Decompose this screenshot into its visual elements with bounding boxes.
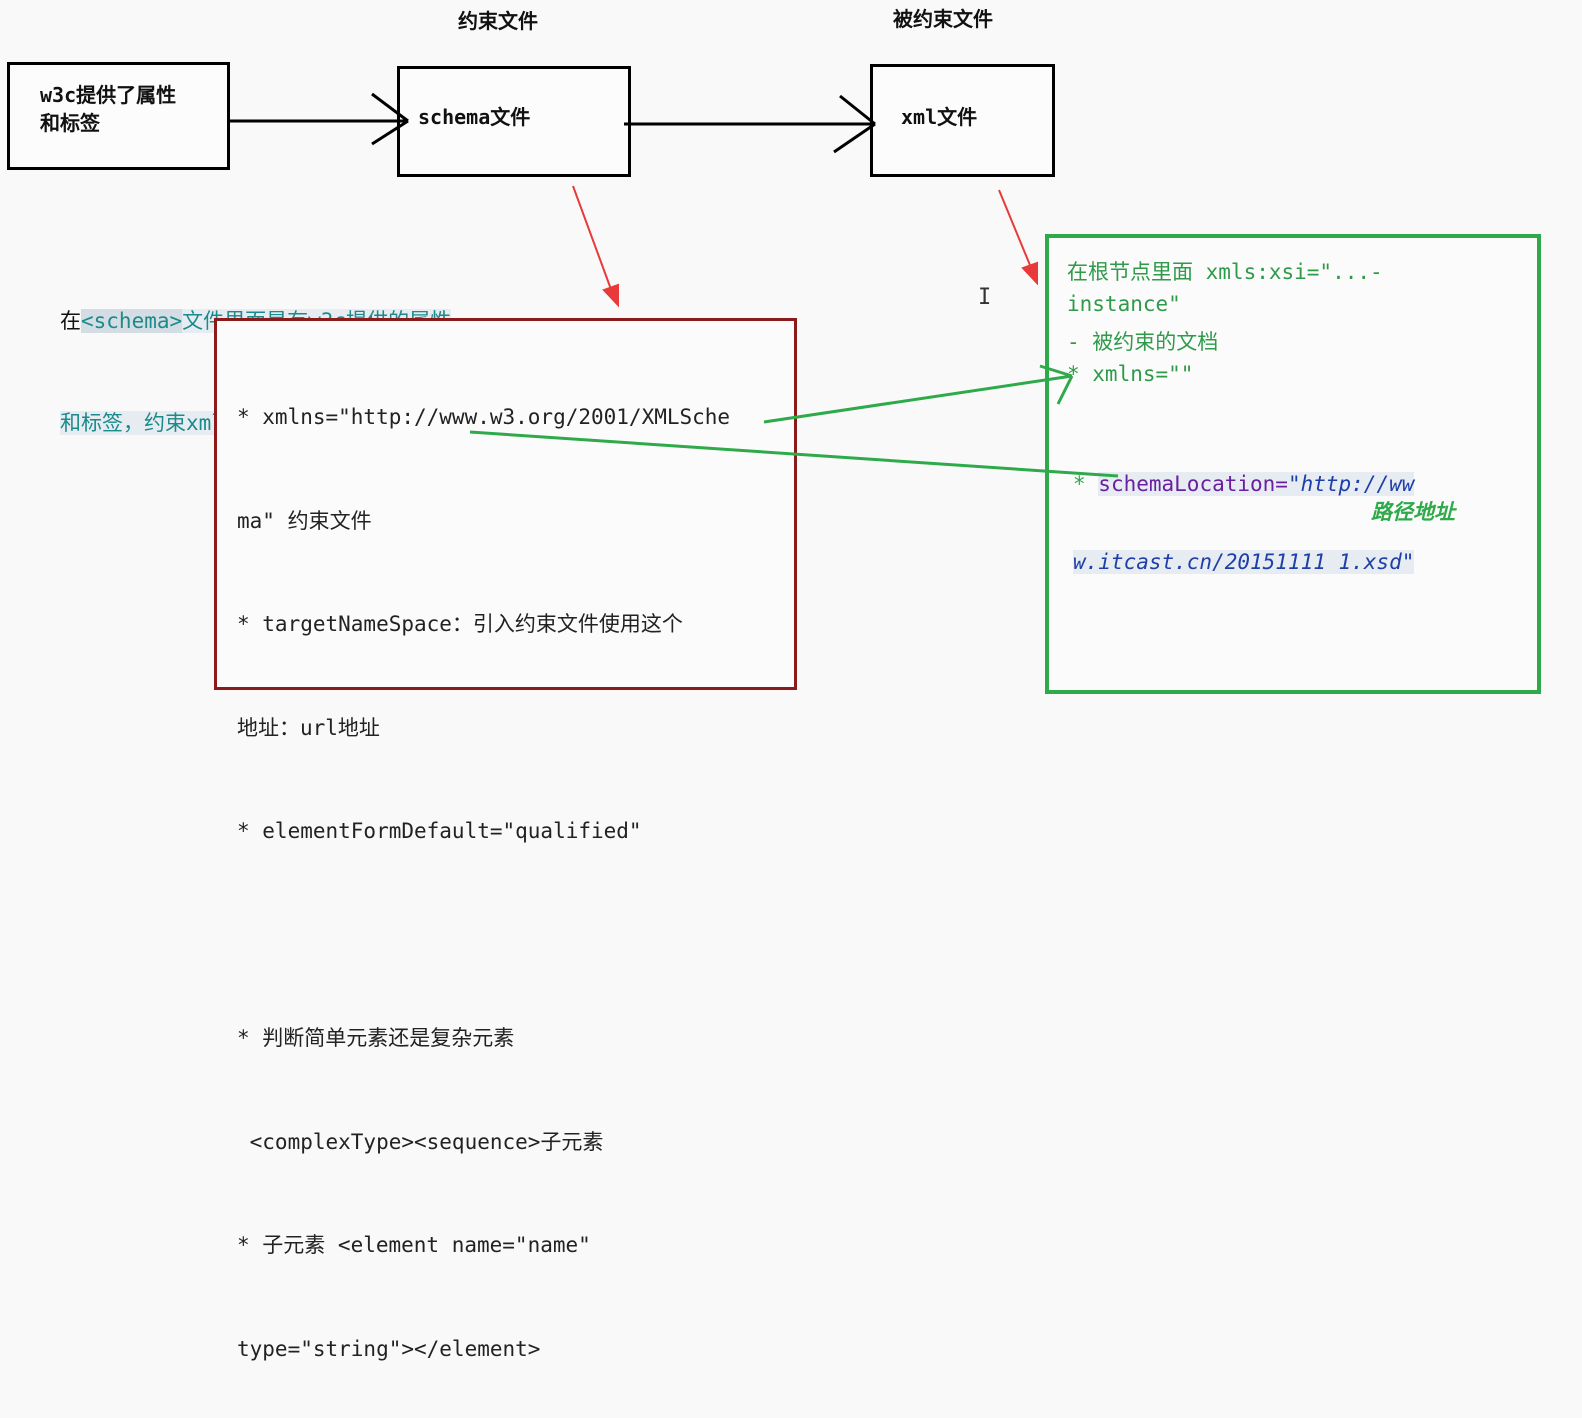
schema-file-label: schema文件: [418, 105, 531, 129]
schema-location-key: schemaLocation=: [1098, 472, 1288, 496]
arrow-schema-to-xml: [624, 94, 876, 154]
schema-file-box: schema文件: [397, 66, 631, 177]
schema-location-star: *: [1073, 472, 1099, 496]
arrow-w3c-to-schema: [230, 92, 409, 146]
green-connector-targetnamespace: [763, 364, 1074, 424]
schema-detail-line: [237, 918, 730, 953]
w3c-box-line2: 和标签: [40, 111, 100, 135]
xml-file-label: xml文件: [901, 105, 978, 129]
schema-detail-line: ma" 约束文件: [237, 508, 372, 533]
schema-location-value-2: w.itcast.cn/20151111 1.xsd": [1073, 550, 1415, 574]
xml-detail-line: 在根节点里面 xmls:xsi="...-: [1067, 260, 1383, 284]
green-connector-url: [469, 430, 1119, 478]
text-cursor-icon: I: [978, 285, 992, 310]
path-address-label: 路径地址: [1371, 500, 1455, 524]
diagram-arrows: [230, 92, 1119, 478]
xml-file-box: xml文件: [870, 64, 1055, 177]
red-arrow-xml: [998, 189, 1038, 286]
w3c-box: w3c提供了属性 和标签: [7, 62, 230, 170]
schema-detail-line: type="string"></element>: [237, 1336, 541, 1361]
schema-detail-line: 地址：url地址: [237, 715, 380, 740]
schema-detail-line: * elementFormDefault="qualified": [237, 819, 642, 843]
header-constrained-file: 被约束文件: [893, 7, 993, 31]
schema-detail-line: * targetNameSpace：引入约束文件使用这个: [237, 612, 683, 636]
schema-detail-line: * 子元素 <element name="name": [237, 1233, 591, 1257]
schema-detail-line: * xmlns="http://www.w3.org/2001/XMLSche: [237, 405, 731, 429]
schema-location-value-1: "http://ww: [1287, 472, 1415, 496]
red-arrow-schema: [572, 185, 619, 308]
header-constraint-file: 约束文件: [458, 9, 538, 33]
schema-note-tag: <schema>: [81, 309, 183, 333]
xml-detail-line: instance": [1067, 292, 1181, 316]
schema-detail-line: <complexType><sequence>子元素: [237, 1129, 604, 1154]
schema-note-prefix: 在: [60, 309, 81, 333]
xml-detail-line: - 被约束的文档: [1067, 330, 1219, 354]
w3c-box-line1: w3c提供了属性: [40, 83, 177, 107]
schema-location: * schemaLocation="http://ww w.itcast.cn/…: [1073, 424, 1415, 622]
xml-details-box: 在根节点里面 xmls:xsi="...- instance" - 被约束的文档…: [1045, 234, 1541, 694]
schema-detail-line: * 判断简单元素还是复杂元素: [237, 1026, 515, 1050]
